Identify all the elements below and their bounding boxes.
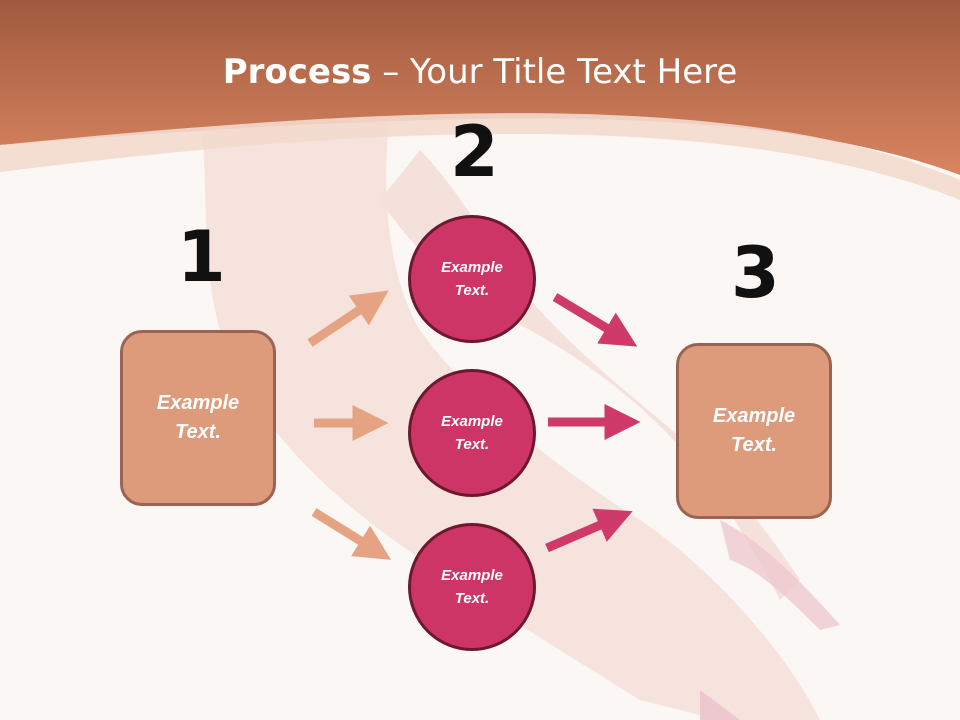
step-3-line1: Example [712, 405, 796, 427]
arrow-bottom-to-3 [545, 508, 633, 553]
header-band [0, 0, 960, 175]
title-bold: Process [222, 52, 372, 92]
circle-bottom-line2: Text. [454, 590, 490, 607]
step-3-number: 3 [731, 232, 780, 314]
circle-middle-line1: Example [441, 413, 503, 430]
step-1-line1: Example [156, 392, 240, 414]
step-1-line2: Text. [175, 421, 221, 443]
circle-top-line1: Example [441, 259, 503, 276]
circle-bottom-line1: Example [441, 567, 503, 584]
step-2-number: 2 [450, 111, 499, 193]
arrow-top-to-3 [552, 293, 638, 347]
step-1-number: 1 [177, 216, 226, 298]
circle-top-line2: Text. [454, 282, 490, 299]
step-3-line2: Text. [731, 434, 777, 456]
arrow-1-to-bottom [311, 508, 392, 560]
title-rest: – Your Title Text Here [371, 52, 738, 92]
header-curve [0, 113, 960, 200]
arrow-1-to-top [307, 290, 389, 347]
circle-middle-line2: Text. [454, 436, 490, 453]
slide-title: Process – Your Title Text Here [0, 52, 960, 92]
